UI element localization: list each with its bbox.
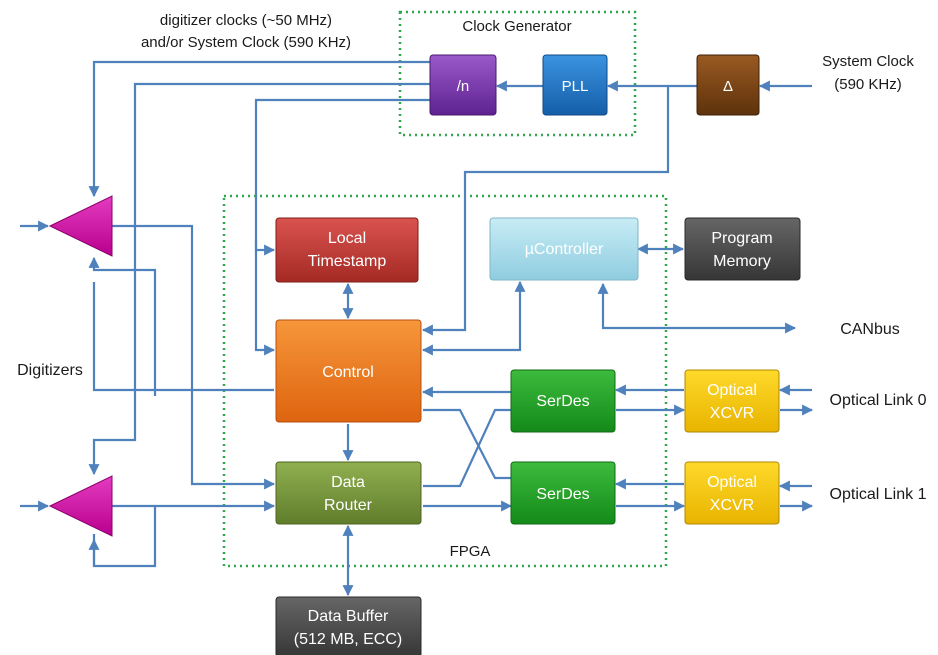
svg-text:Memory: Memory	[713, 253, 771, 270]
svg-text:PLL: PLL	[562, 78, 589, 95]
svg-text:Timestamp: Timestamp	[308, 253, 387, 270]
ucontroller-block: µController	[489, 217, 639, 281]
fpga-label: FPGA	[450, 543, 491, 560]
data-buffer-block: Data Buffer (512 MB, ECC)	[275, 596, 422, 655]
clock-generator-label: Clock Generator	[462, 18, 571, 35]
data-router-block: Data Router	[275, 461, 422, 525]
pll-block: PLL	[542, 54, 608, 116]
optical-xcvr-0-block: Optical XCVR	[684, 369, 780, 433]
optical-xcvr-1-block: Optical XCVR	[684, 461, 780, 525]
svg-text:Data Buffer: Data Buffer	[308, 608, 389, 625]
system-clock-label-line1: System Clock	[822, 53, 914, 70]
svg-text:(512 MB, ECC): (512 MB, ECC)	[294, 631, 402, 648]
digitizer-clocks-label-line1: digitizer clocks (~50 MHz)	[160, 12, 332, 29]
svg-text:Optical: Optical	[707, 382, 757, 399]
optical-link-1-label: Optical Link 1	[830, 486, 927, 503]
clock-generator-border	[398, 10, 637, 137]
digitizer-top-shape	[48, 195, 113, 257]
svg-text:XCVR: XCVR	[710, 405, 754, 422]
svg-text:SerDes: SerDes	[536, 393, 589, 410]
canbus-label: CANbus	[840, 321, 900, 338]
svg-text:Router: Router	[324, 497, 373, 514]
serdes-1-block: SerDes	[510, 461, 616, 525]
system-clock-label-line2: (590 KHz)	[834, 76, 902, 93]
svg-text:XCVR: XCVR	[710, 497, 754, 514]
connection-wires	[20, 60, 814, 597]
delta-block: Δ	[696, 54, 760, 116]
svg-text:Local: Local	[328, 230, 366, 247]
svg-text:Data: Data	[331, 474, 365, 491]
serdes-0-block: SerDes	[510, 369, 616, 433]
local-timestamp-block: Local Timestamp	[275, 217, 419, 283]
svg-text:Control: Control	[322, 364, 374, 381]
digitizers-label: Digitizers	[17, 362, 83, 379]
digitizer-clocks-label-line2: and/or System Clock (590 KHz)	[141, 34, 351, 51]
svg-text:Optical: Optical	[707, 474, 757, 491]
divider-block: /n	[429, 54, 497, 116]
svg-text:µController: µController	[525, 241, 604, 258]
svg-text:Δ: Δ	[723, 78, 733, 95]
svg-text:/n: /n	[457, 78, 470, 95]
control-block: Control	[275, 319, 422, 423]
optical-link-0-label: Optical Link 0	[830, 392, 927, 409]
svg-text:Program: Program	[711, 230, 772, 247]
svg-text:SerDes: SerDes	[536, 486, 589, 503]
digitizer-bottom-shape	[48, 475, 113, 537]
fpga-border	[222, 194, 668, 568]
program-memory-block: Program Memory	[684, 217, 801, 281]
